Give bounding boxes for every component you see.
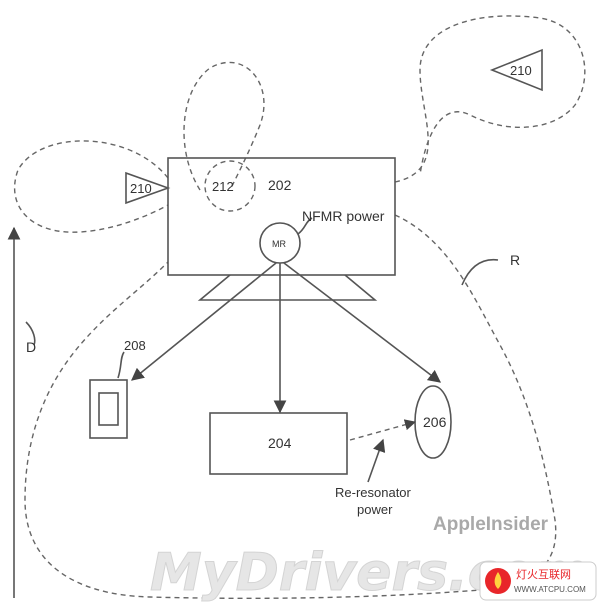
field-loop-212 [183, 61, 265, 191]
label-210-left: 210 [130, 181, 152, 196]
label-r: R [510, 252, 520, 268]
label-mr: MR [272, 239, 286, 249]
element-212 [204, 160, 256, 212]
range-boundary-r [24, 214, 557, 600]
device-202 [167, 157, 396, 276]
label-re-resonator-power: power [357, 502, 393, 517]
watermark-atcpu-url: WWW.ATCPU.COM [514, 585, 586, 594]
device-210-left [125, 171, 171, 205]
label-208-leader [117, 351, 125, 379]
atcpu-logo: 灯火互联网 WWW.ATCPU.COM [479, 561, 597, 601]
label-nfmr-power: NFMR power [302, 208, 385, 224]
field-loop-210-left [13, 140, 169, 233]
device-208-outer [89, 379, 128, 439]
label-210-right: 210 [510, 63, 532, 78]
range-r-leader [461, 258, 499, 286]
power-arrow-to-208 [131, 262, 277, 381]
power-arrow-to-206 [283, 262, 442, 383]
label-204: 204 [268, 435, 292, 451]
device-210-right [489, 48, 543, 92]
label-212: 212 [212, 179, 234, 194]
label-206: 206 [423, 414, 447, 430]
distance-leader [25, 321, 36, 346]
watermark-atcpu-cn: 灯火互联网 [516, 568, 571, 581]
device-208-screen [98, 392, 119, 426]
re-resonator-arrow [349, 419, 417, 441]
label-d: D [26, 339, 36, 355]
field-loop-210-right [394, 15, 586, 183]
label-202: 202 [268, 177, 292, 193]
label-re-resonator: Re-resonator [335, 485, 412, 500]
watermark-appleinsider: AppleInsider [433, 514, 549, 535]
re-resonator-leader [367, 438, 386, 483]
nfmr-leader [297, 217, 313, 235]
label-208: 208 [124, 338, 146, 353]
device-202-stand [197, 274, 378, 301]
